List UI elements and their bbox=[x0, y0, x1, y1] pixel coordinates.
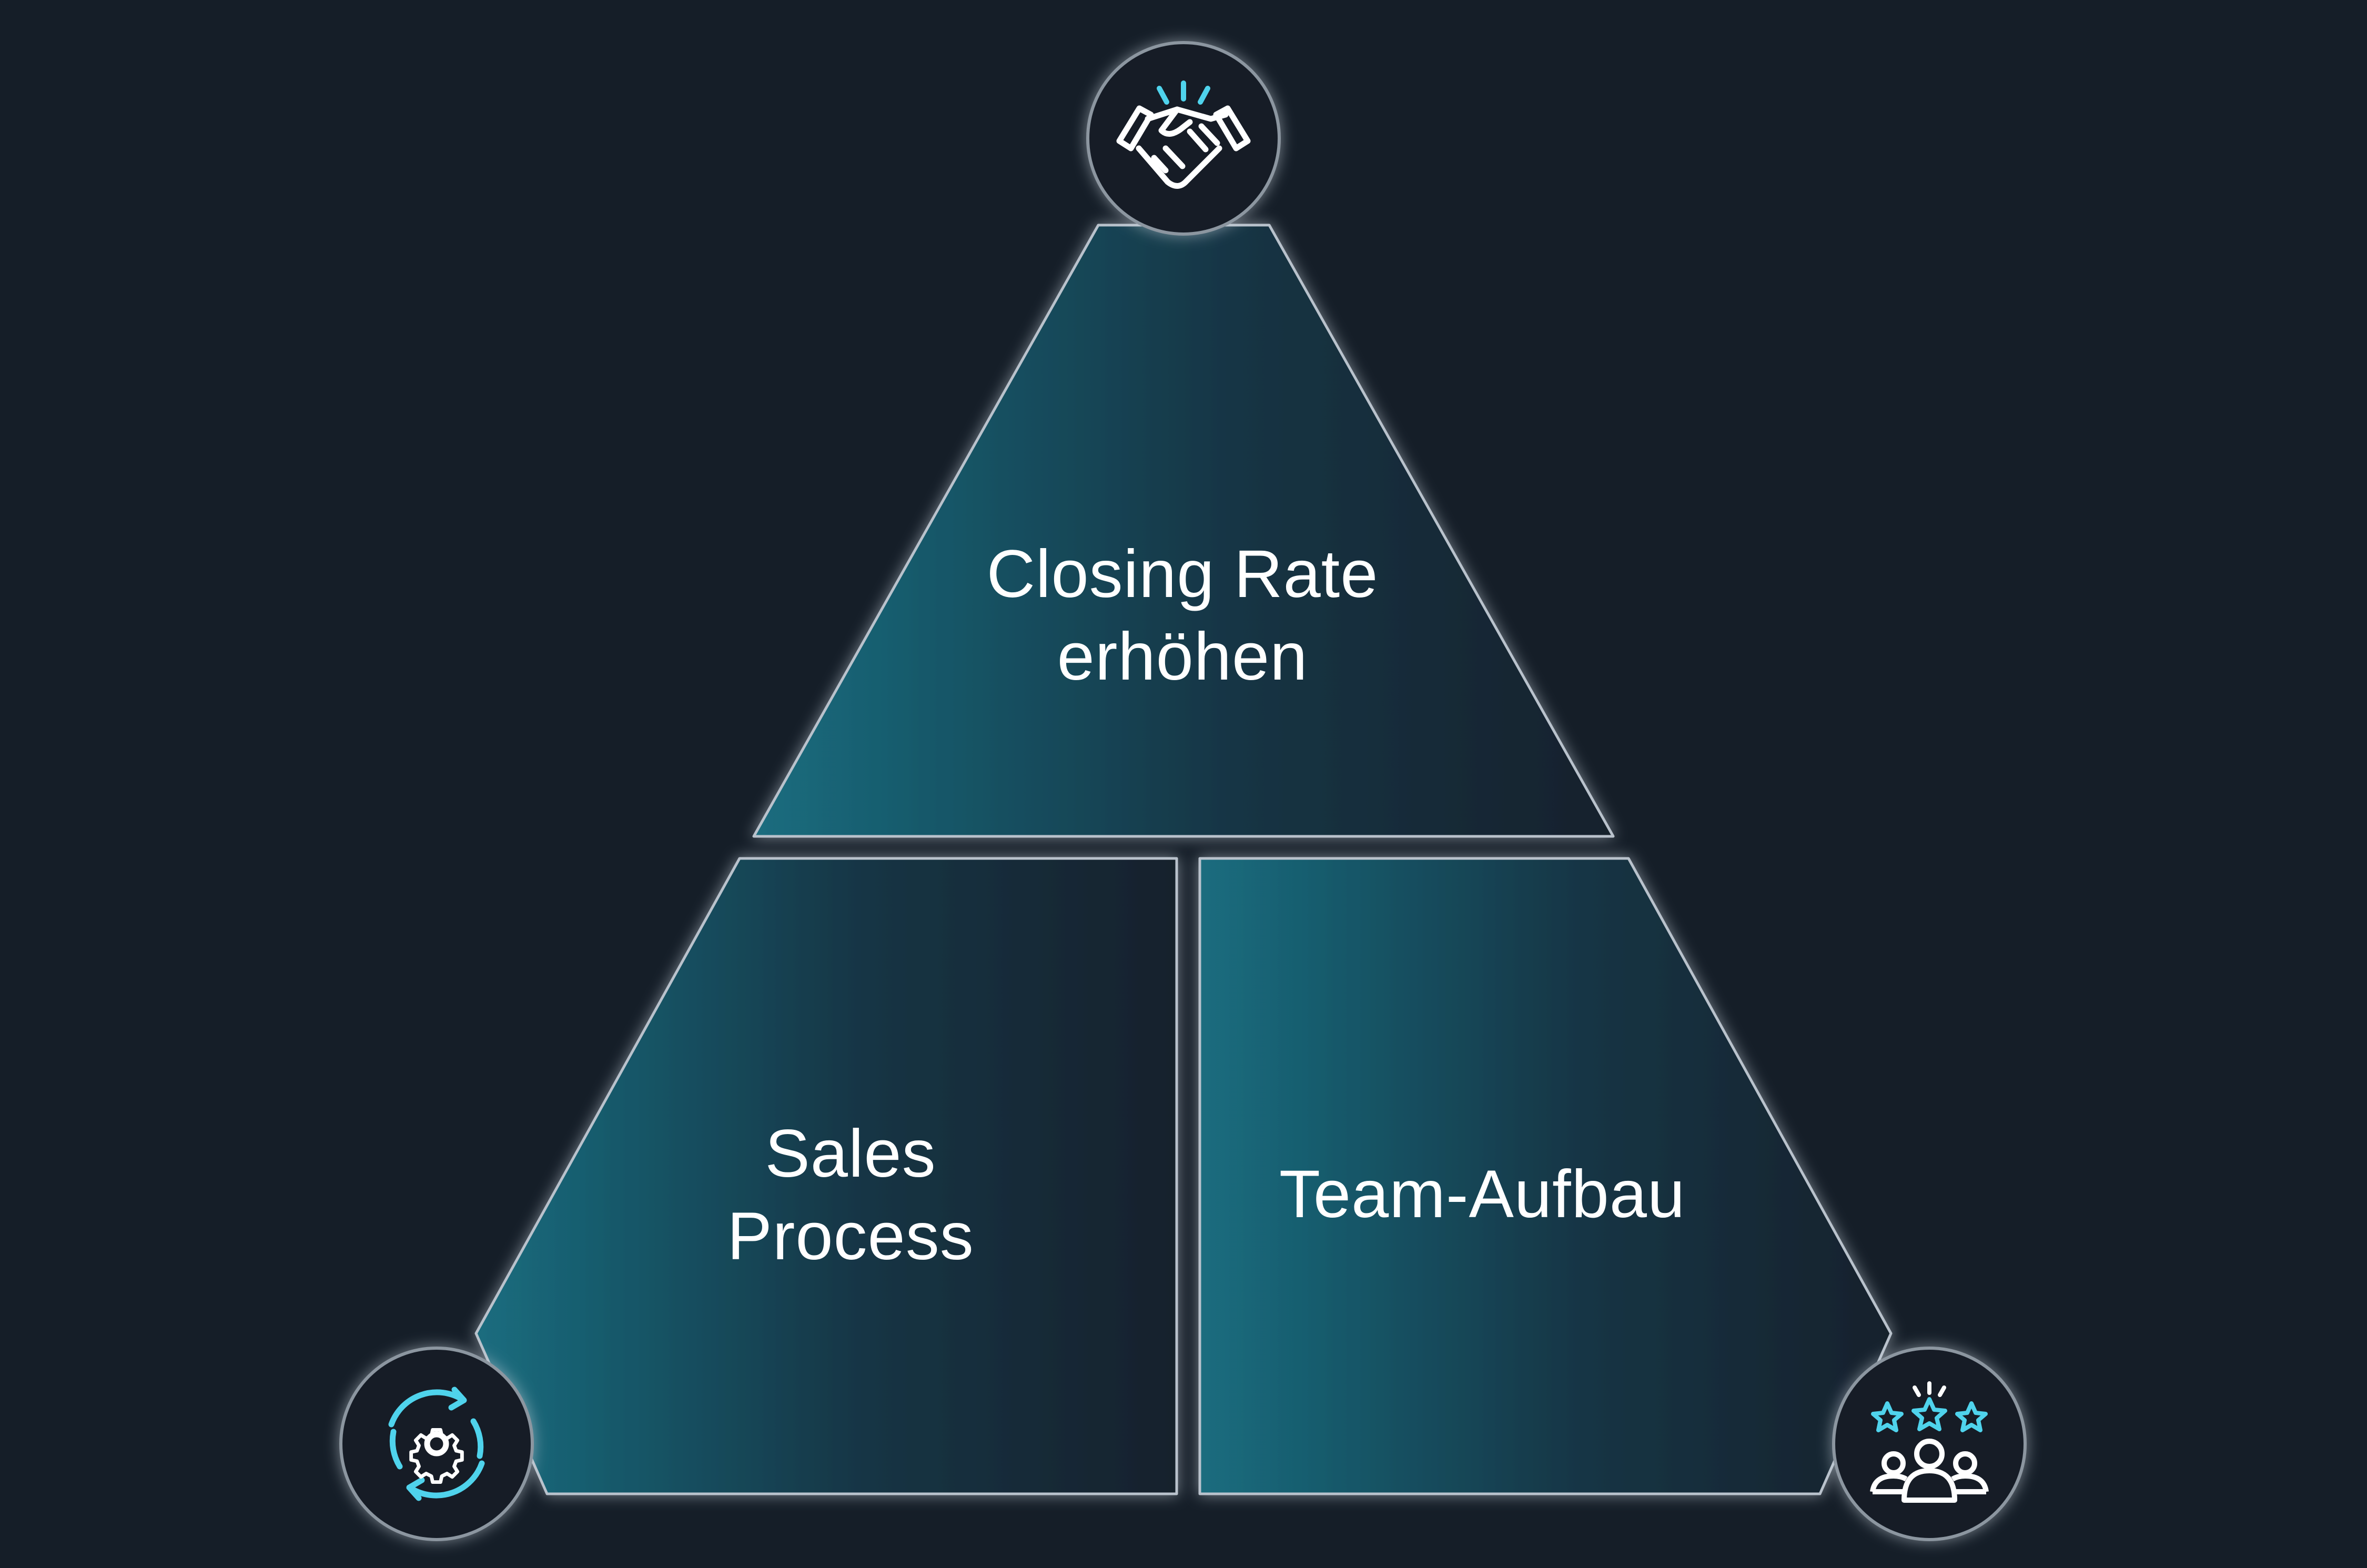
segment-bottom-right-label: Team-Aufbau bbox=[1279, 1157, 1685, 1232]
segment-bottom-left-label-line1: Sales bbox=[765, 1116, 936, 1191]
segment-bottom-left-label-line2: Process bbox=[727, 1199, 974, 1274]
gear-cycle-icon bbox=[339, 1347, 534, 1541]
segment-top bbox=[752, 224, 1615, 838]
segment-bottom-left bbox=[474, 857, 1178, 1495]
segment-top-label-line1: Closing Rate bbox=[987, 537, 1379, 612]
handshake-icon bbox=[1086, 41, 1281, 236]
team-rating-icon bbox=[1832, 1347, 2027, 1541]
segment-top-label-line2: erhöhen bbox=[1057, 619, 1308, 694]
